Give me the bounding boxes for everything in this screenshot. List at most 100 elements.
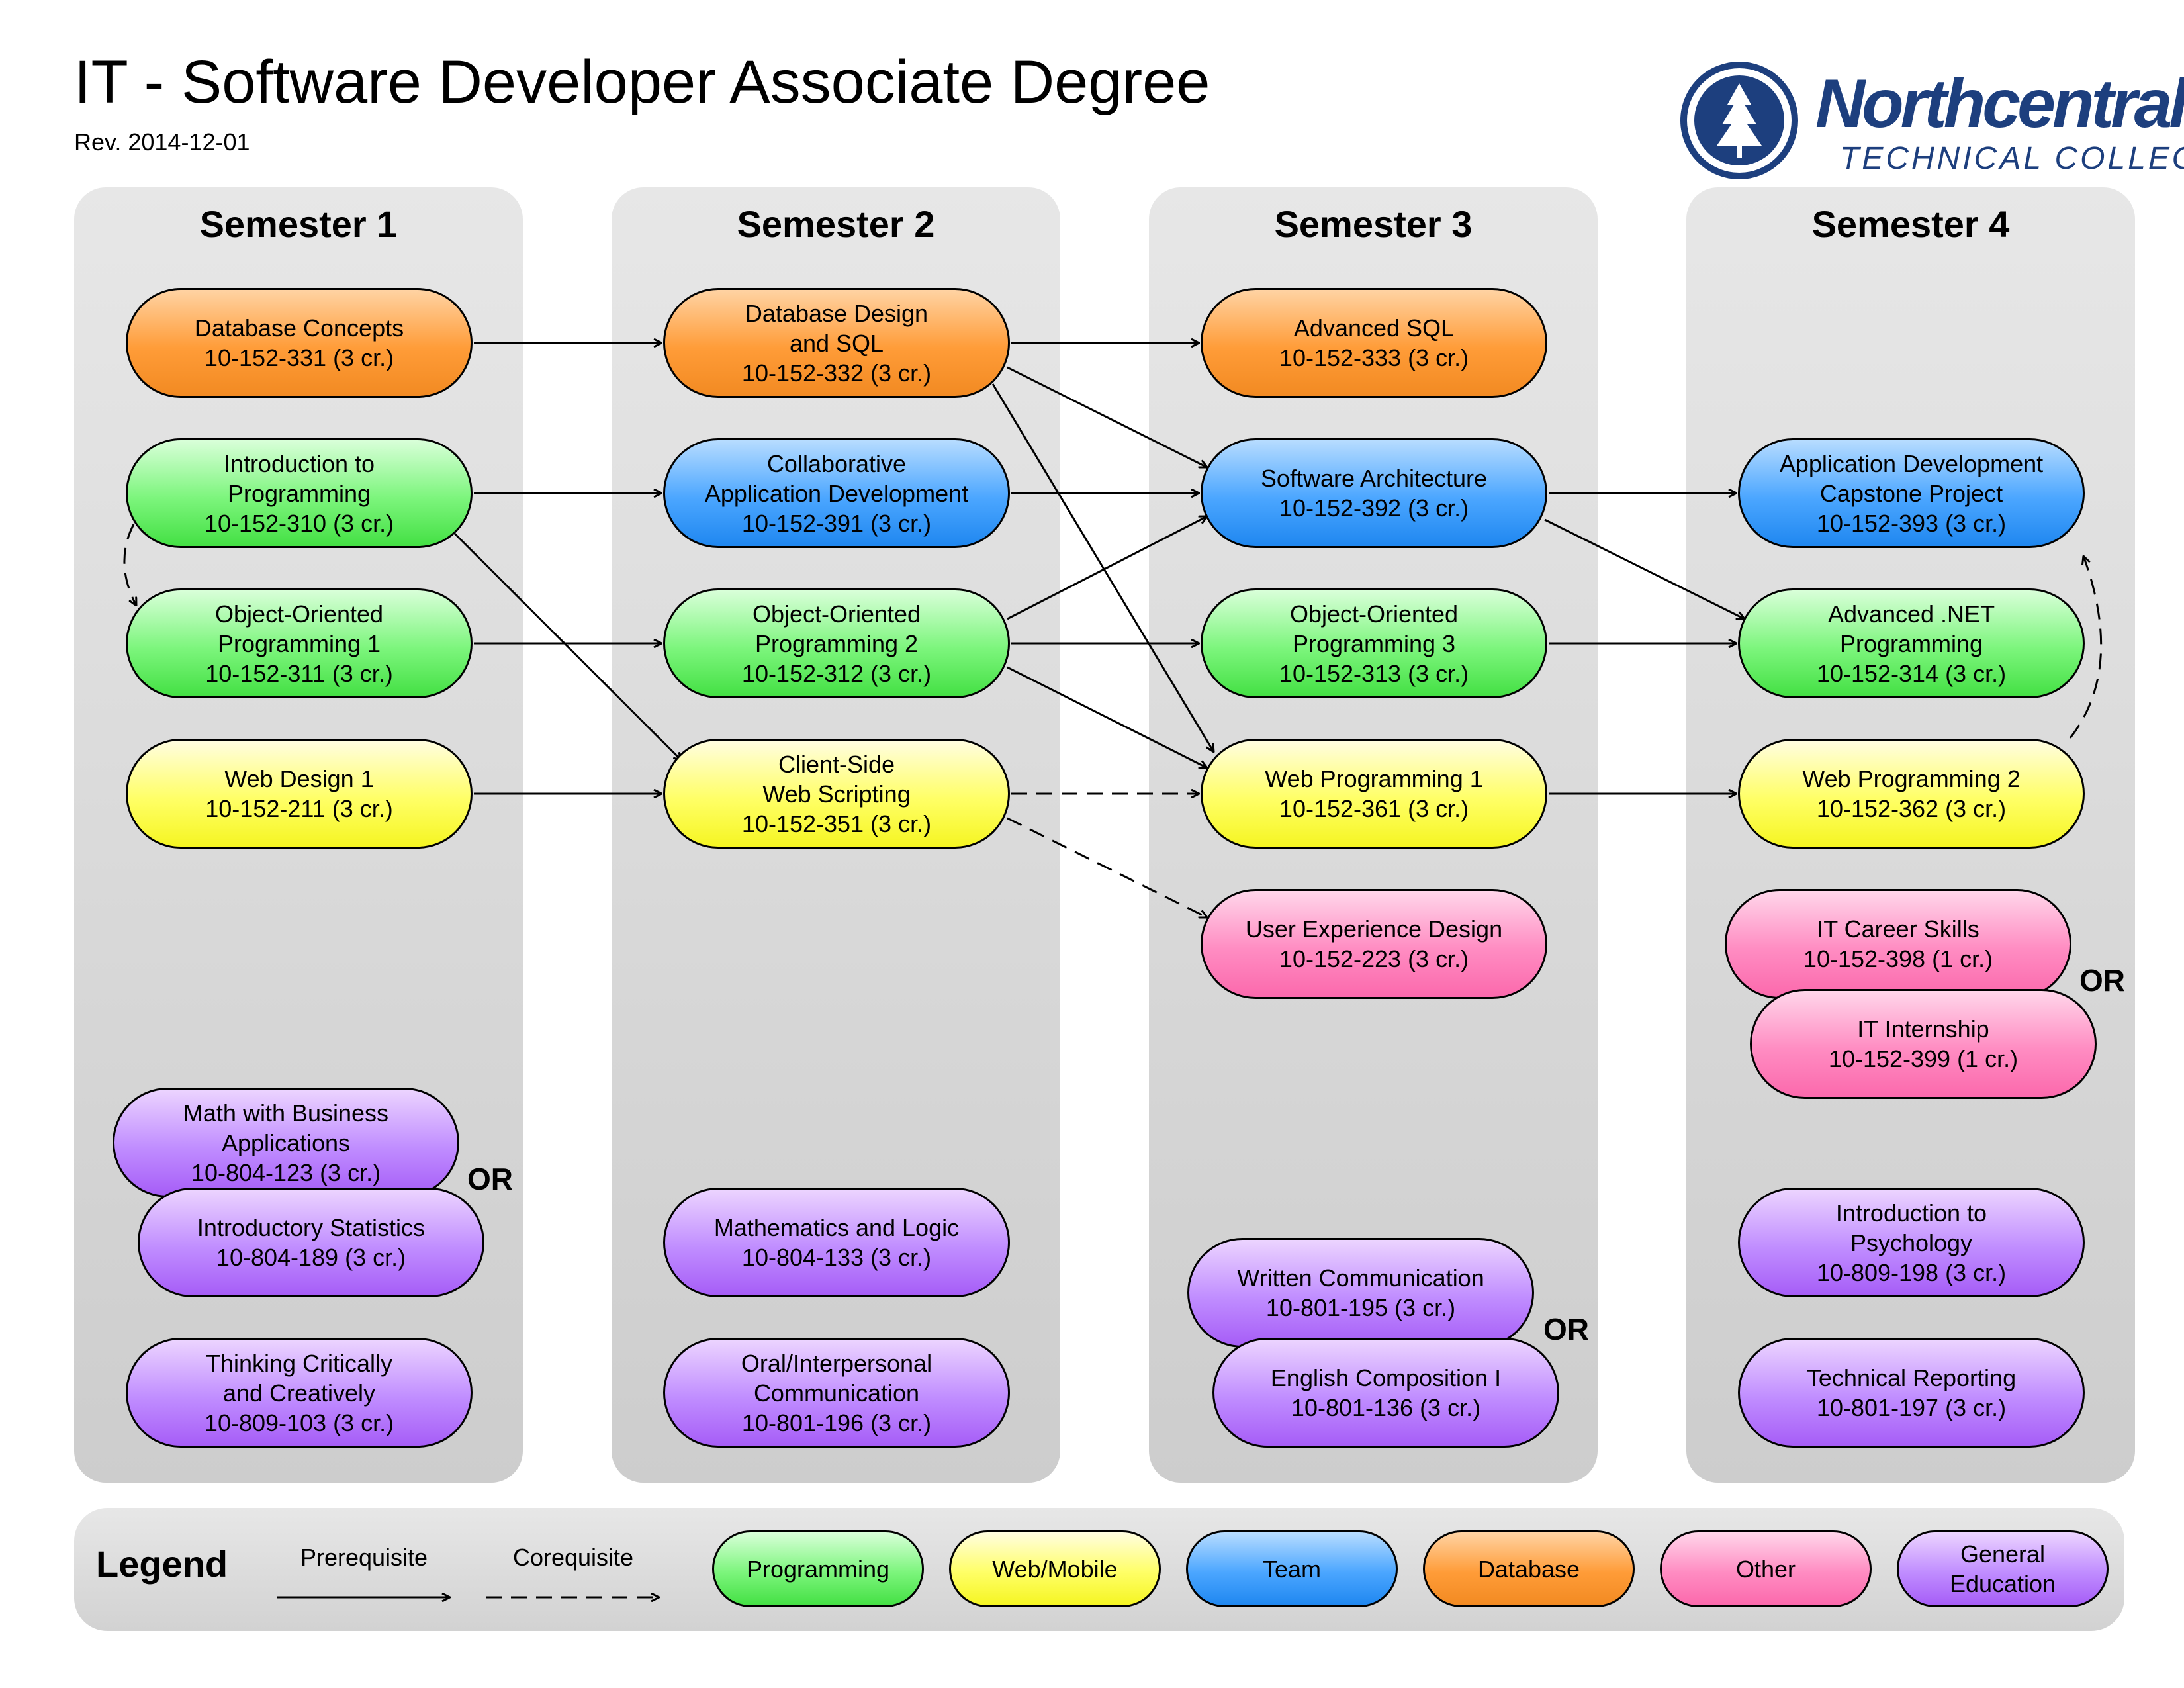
course-code: 10-152-362 (3 cr.) [1816,795,2007,822]
course-code: 10-152-312 (3 cr.) [741,659,932,687]
course-thinking-critically[interactable]: Thinking Critically and Creatively 10-80… [126,1338,473,1448]
revision-date: Rev. 2014-12-01 [74,128,250,156]
course-mathematics-logic[interactable]: Mathematics and Logic 10-804-133 (3 cr.) [663,1188,1010,1297]
course-web-programming-2[interactable]: Web Programming 2 10-152-362 (3 cr.) [1738,739,2085,849]
course-name: Web Programming 1 [1265,765,1483,792]
course-code: 10-152-331 (3 cr.) [204,344,394,371]
course-written-communication[interactable]: Written Communication 10-801-195 (3 cr.) [1187,1238,1534,1348]
arrow-oop2-to-webprog1 [1007,666,1207,768]
course-name: Web Programming 2 [1802,765,2021,792]
course-it-career-skills[interactable]: IT Career Skills 10-152-398 (1 cr.) [1725,889,2071,999]
course-name: Database Design [745,299,929,327]
college-logo: Northcentral TECHNICAL COLLEGE [1680,54,2184,180]
course-code: 10-152-392 (3 cr.) [1279,494,1469,522]
course-name: Software Architecture [1260,465,1488,492]
course-name: Introductory Statistics [197,1214,426,1241]
legend-corequisite-label: Corequisite [512,1544,634,1571]
course-intro-programming[interactable]: Introduction to Programming 10-152-310 (… [126,438,473,548]
course-code: 10-809-103 (3 cr.) [204,1409,394,1436]
legend-general-education-label: General [1960,1540,2046,1568]
course-oop-3[interactable]: Object-Oriented Programming 3 10-152-313… [1201,588,1547,698]
course-name: Written Communication [1237,1264,1484,1291]
course-name: Introduction to [1835,1199,1987,1227]
semester-1-title: Semester 1 [199,203,398,245]
course-code: 10-152-313 (3 cr.) [1279,659,1469,687]
course-name: Web Design 1 [224,765,374,792]
course-code: 10-152-391 (3 cr.) [741,509,932,537]
course-name: Web Scripting [762,780,911,808]
course-technical-reporting[interactable]: Technical Reporting 10-801-197 (3 cr.) [1738,1338,2085,1448]
legend-title: Legend [96,1543,228,1585]
semester-3-title: Semester 3 [1274,203,1473,245]
course-name: English Composition I [1270,1364,1502,1391]
course-client-side-scripting[interactable]: Client-Side Web Scripting 10-152-351 (3 … [663,739,1010,849]
legend-team-label: Team [1262,1555,1322,1583]
course-code: 10-804-189 (3 cr.) [216,1244,406,1271]
course-advanced-sql[interactable]: Advanced SQL 10-152-333 (3 cr.) [1201,288,1547,398]
or-label: OR [2079,963,2125,998]
course-capstone-project[interactable]: Application Development Capstone Project… [1738,438,2085,548]
course-code: 10-152-311 (3 cr.) [205,659,393,687]
course-collaborative-app-dev[interactable]: Collaborative Application Development 10… [663,438,1010,548]
legend-general-education: General Education [1897,1530,2109,1607]
course-name: Collaborative [766,449,907,477]
legend-other: Other [1660,1530,1872,1607]
course-web-programming-1[interactable]: Web Programming 1 10-152-361 (3 cr.) [1201,739,1547,849]
course-name: Client-Side [778,750,895,778]
course-name: Database Concepts [194,314,404,342]
arrow-intro-to-client [453,532,682,761]
course-database-design-sql[interactable]: Database Design and SQL 10-152-332 (3 cr… [663,288,1010,398]
logo-subtitle: TECHNICAL COLLEGE [1840,141,2184,176]
course-name: Programming 2 [754,630,919,657]
course-code: 10-801-196 (3 cr.) [741,1409,932,1436]
legend-general-education-label: Education [1949,1570,2056,1597]
course-name: Psychology [1850,1229,1973,1256]
or-label: OR [467,1162,513,1196]
coreq-client-to-ux [1007,817,1207,917]
course-code: 10-152-333 (3 cr.) [1279,344,1469,371]
course-oral-communication[interactable]: Oral/Interpersonal Communication 10-801-… [663,1338,1010,1448]
course-name: Capstone Project [1819,479,2003,507]
course-name: IT Internship [1857,1015,1989,1043]
course-code: 10-804-133 (3 cr.) [741,1244,932,1271]
course-name: Programming [1839,630,1983,657]
course-code: 10-152-351 (3 cr.) [741,810,932,837]
course-it-internship[interactable]: IT Internship 10-152-399 (1 cr.) [1750,989,2097,1099]
course-user-experience-design[interactable]: User Experience Design 10-152-223 (3 cr.… [1201,889,1547,999]
course-name: Object-Oriented [1289,600,1459,628]
legend-team: Team [1186,1530,1398,1607]
course-oop-1[interactable]: Object-Oriented Programming 1 10-152-311… [126,588,473,698]
course-intro-psychology[interactable]: Introduction to Psychology 10-809-198 (3… [1738,1188,2085,1297]
semester-4-title: Semester 4 [1811,203,2010,245]
course-web-design-1[interactable]: Web Design 1 10-152-211 (3 cr.) [126,739,473,849]
coreq-webprog2-to-capstone [2069,556,2103,739]
legend-web-mobile: Web/Mobile [949,1530,1161,1607]
arrow-arch-to-dotnet [1544,518,1745,619]
course-code: 10-152-332 (3 cr.) [741,359,932,387]
course-software-architecture[interactable]: Software Architecture 10-152-392 (3 cr.) [1201,438,1547,548]
course-code: 10-152-399 (1 cr.) [1828,1045,2019,1072]
arrow-dbdesign-to-arch [1007,366,1207,467]
course-advanced-dotnet[interactable]: Advanced .NET Programming 10-152-314 (3 … [1738,588,2085,698]
course-code: 10-152-223 (3 cr.) [1279,945,1469,972]
course-name: Programming [227,479,371,507]
logo-name: Northcentral [1815,66,2184,142]
course-english-composition[interactable]: English Composition I 10-801-136 (3 cr.) [1212,1338,1559,1448]
legend-programming: Programming [712,1530,924,1607]
course-database-concepts[interactable]: Database Concepts 10-152-331 (3 cr.) [126,288,473,398]
course-name: IT Career Skills [1817,915,1979,943]
course-code: 10-152-314 (3 cr.) [1816,659,2007,687]
course-intro-statistics[interactable]: Introductory Statistics 10-804-189 (3 cr… [138,1188,484,1297]
course-code: 10-809-198 (3 cr.) [1816,1258,2007,1286]
arrow-dbdesign-to-webprog1 [991,383,1214,752]
course-name: Programming 3 [1292,630,1456,657]
course-math-business[interactable]: Math with Business Applications 10-804-1… [113,1088,459,1197]
course-name: and Creatively [222,1379,376,1407]
course-oop-2[interactable]: Object-Oriented Programming 2 10-152-312… [663,588,1010,698]
legend-programming-label: Programming [746,1555,890,1583]
legend-database: Database [1423,1530,1635,1607]
course-name: Application Development [704,479,969,507]
legend-database-label: Database [1477,1555,1580,1583]
course-code: 10-152-393 (3 cr.) [1816,509,2007,537]
course-name: Technical Reporting [1806,1364,2017,1391]
